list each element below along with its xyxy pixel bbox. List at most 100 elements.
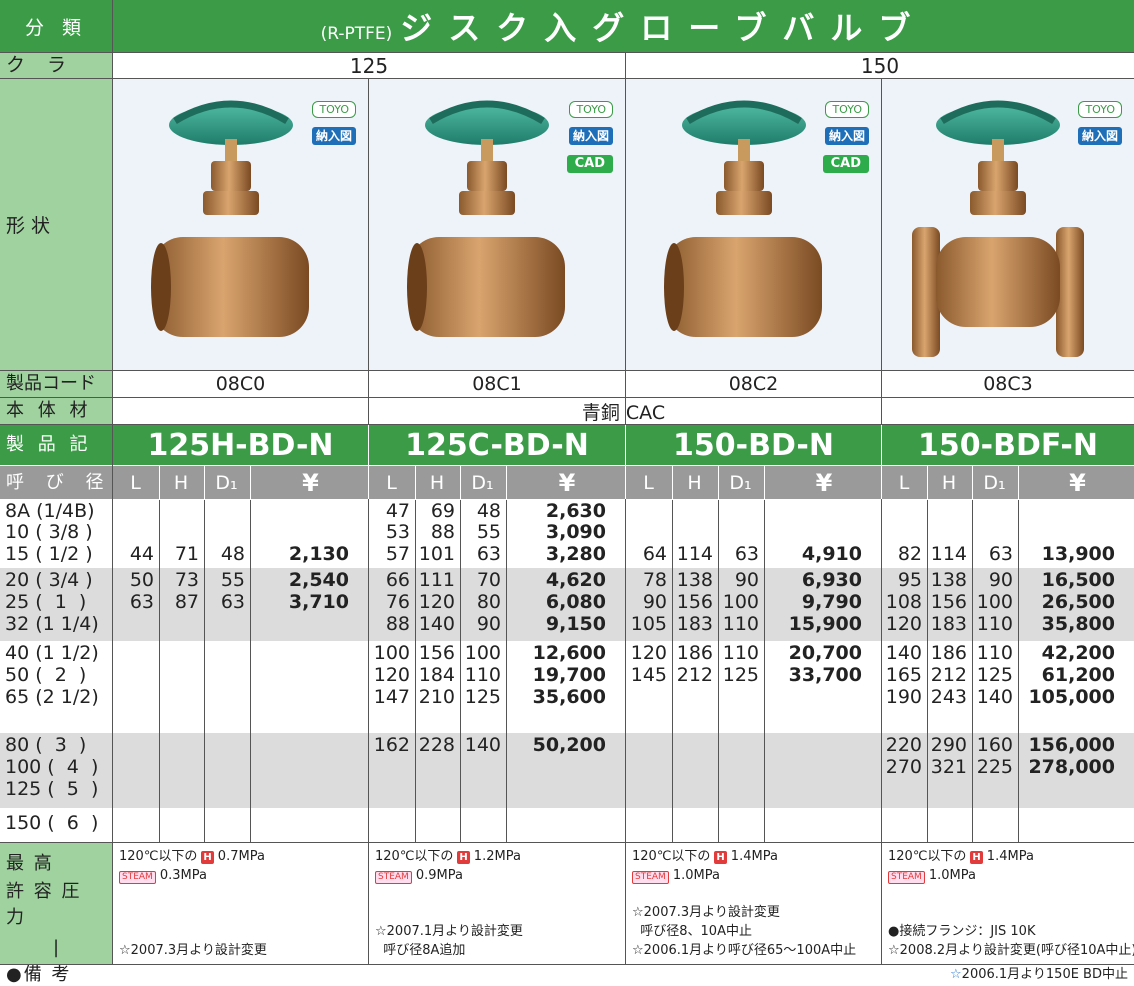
dim-cell-h: 87	[174, 591, 199, 613]
dim-header-h: H	[687, 471, 702, 494]
dim-cell-d: 80	[476, 591, 501, 613]
pressure-h-label: 120℃以下の	[119, 849, 198, 864]
price-cell: 2,630	[545, 500, 606, 522]
dim-cell-l: 220	[885, 734, 922, 756]
col-divider	[368, 79, 369, 965]
label-classification: 分 類	[0, 0, 112, 52]
steam-icon: STEAM	[632, 871, 669, 884]
product-symbol: 125H-BD-N	[147, 427, 334, 463]
dim-cell-l: 95	[897, 569, 922, 591]
dim-cell-h: 156	[418, 642, 455, 664]
h-icon: H	[970, 851, 983, 864]
col-divider	[718, 466, 719, 499]
dim-header-price: ¥	[302, 468, 319, 497]
dim-cell-h: 73	[174, 569, 199, 591]
dim-cell-d: 140	[976, 686, 1013, 708]
dim-cell-h: 71	[174, 543, 199, 565]
size-label: 100 ( 4 )	[5, 756, 99, 778]
dim-cell-d: 125	[976, 664, 1013, 686]
remark-line	[888, 903, 1134, 922]
price-cell: 50,200	[532, 734, 606, 756]
size-label: 65 (2 1/2)	[5, 686, 99, 708]
price-cell: 3,710	[288, 591, 349, 613]
size-label: 50 ( 2 )	[5, 664, 87, 686]
price-cell: 42,200	[1041, 642, 1115, 664]
product-code: 08C3	[983, 373, 1033, 395]
dim-cell-d: 125	[722, 664, 759, 686]
product-code: 08C0	[215, 373, 266, 395]
price-cell: 9,150	[545, 613, 606, 635]
dim-cell-l: 47	[385, 500, 410, 522]
nyu-drawing-button[interactable]: 納入図	[1077, 127, 1122, 145]
title-text: ジスク入グローブバルブ	[400, 9, 927, 47]
nyu-drawing-button[interactable]: 納入図	[568, 127, 613, 145]
dim-header-h: H	[173, 471, 189, 494]
dim-cell-l: 50	[129, 569, 154, 591]
size-label: 40 (1 1/2)	[5, 642, 99, 664]
remark-line: ●接続フランジ：JIS 10K	[888, 924, 1036, 939]
dim-cell-d: 63	[476, 543, 501, 565]
steam-value: 0.9MPa	[415, 868, 463, 883]
dim-cell-h: 212	[930, 664, 967, 686]
pressure-h-label: 120℃以下の	[375, 849, 454, 864]
valve-illustration	[397, 87, 577, 371]
dim-cell-d: 55	[220, 569, 245, 591]
pressure-h-value: 1.4MPa	[730, 849, 778, 864]
dim-cell-l: 162	[373, 734, 410, 756]
remark-line	[119, 903, 267, 922]
dim-cell-h: 156	[930, 591, 967, 613]
col-divider	[881, 425, 882, 499]
col-divider	[506, 500, 507, 842]
remark-line	[119, 922, 267, 941]
dim-cell-h: 138	[676, 569, 713, 591]
remarks: ☆2007.3月より設計変更 呼び径8、10A中止☆2006.1月より呼び径65…	[632, 903, 856, 960]
product-symbol: 150-BD-N	[673, 427, 834, 463]
col-divider	[927, 500, 928, 842]
size-label: 32 (1 1/4)	[5, 613, 99, 635]
dim-cell-l: 270	[885, 756, 922, 778]
dim-header-l: L	[386, 471, 397, 494]
price-cell: 19,700	[532, 664, 606, 686]
product-code: 08C1	[472, 373, 522, 395]
size-label: 125 ( 5 )	[5, 778, 99, 800]
dim-cell-l: 78	[642, 569, 667, 591]
dim-cell-h: 290	[930, 734, 967, 756]
dim-cell-h: 111	[418, 569, 455, 591]
dim-cell-d: 90	[476, 613, 501, 635]
remark-line: ☆2007.1月より設計変更	[375, 924, 523, 939]
col-divider	[159, 466, 160, 499]
dim-cell-l: 120	[885, 613, 922, 635]
h-icon: H	[457, 851, 470, 864]
h-icon: H	[714, 851, 727, 864]
dim-cell-h: 101	[418, 543, 455, 565]
remark-line: 呼び径8、10A中止	[632, 924, 752, 939]
dim-cell-d: 125	[464, 686, 501, 708]
col-divider	[250, 500, 251, 842]
col-divider	[972, 500, 973, 842]
dim-header-d: D₁	[471, 471, 494, 494]
dim-cell-d: 140	[464, 734, 501, 756]
cad-button[interactable]: CAD	[566, 155, 613, 173]
size-label: 150 ( 6 )	[5, 812, 99, 834]
steam-value: 0.3MPa	[159, 868, 207, 883]
cad-button[interactable]: CAD	[822, 155, 869, 173]
price-cell: 61,200	[1041, 664, 1115, 686]
col-divider	[460, 500, 461, 842]
dim-cell-h: 184	[418, 664, 455, 686]
size-label: 10 ( 3/8 )	[5, 521, 93, 543]
nyu-drawing-button[interactable]: 納入図	[311, 127, 356, 145]
col-divider	[415, 466, 416, 499]
steam-value: 1.0MPa	[672, 868, 720, 883]
col-divider	[204, 500, 205, 842]
nyu-drawing-button[interactable]: 納入図	[824, 127, 869, 145]
label-product-code: 製品コード	[0, 371, 112, 397]
toyo-badge: TOYO	[569, 101, 613, 118]
dim-cell-d: 55	[476, 521, 501, 543]
price-cell: 4,910	[801, 543, 862, 565]
dim-cell-l: 63	[129, 591, 154, 613]
dim-cell-l: 88	[385, 613, 410, 635]
